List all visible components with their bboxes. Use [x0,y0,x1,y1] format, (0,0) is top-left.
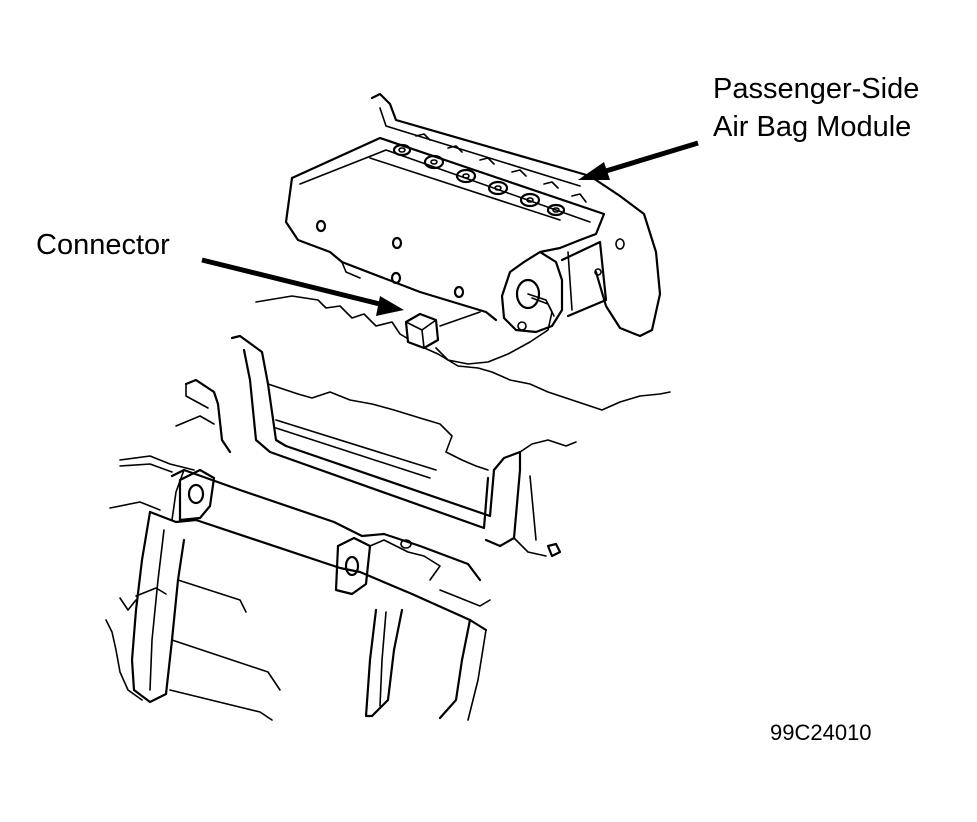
left-bracket [184,378,232,454]
connector-leader-arrow [201,257,404,316]
panel-torn-edge [255,295,671,411]
frame-lip [267,383,489,471]
retainer-studs [392,133,587,217]
wire-harness [119,455,195,471]
left-leg [130,510,186,704]
left-mount-tab [178,468,216,522]
airbag-module [284,92,662,365]
crossmember-bottom [148,510,488,632]
connector-label: Connector [36,229,170,261]
frame-inner [242,348,490,530]
right-leg [364,608,404,718]
dash-frame [105,295,671,721]
figure-number: 99C24010 [770,720,872,745]
frame-outer [230,334,522,548]
module-top [290,136,606,264]
center-mount-tab [334,536,372,596]
module-end-cap [500,250,564,334]
module-label-line2: Air Bag Module [713,111,912,143]
crossmember-top [170,468,482,582]
module-label-line1: Passenger-Side [713,73,920,105]
module-leader-arrow [578,140,699,180]
module-back-flange [370,92,662,338]
right-bolt [546,542,562,558]
module-left-face [284,176,498,322]
connector [404,311,481,350]
